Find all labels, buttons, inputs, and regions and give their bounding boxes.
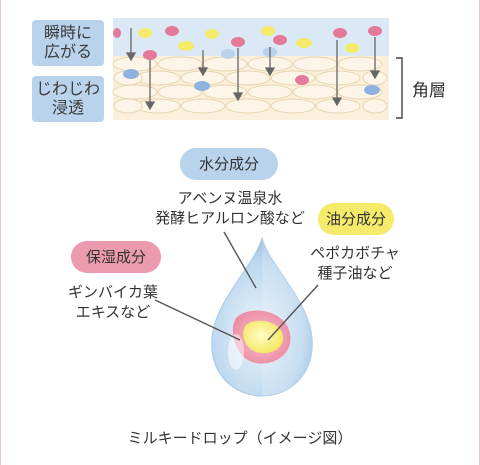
leader-lines: [154, 231, 319, 341]
moist-line2: エキスなど: [75, 303, 151, 321]
oil-line1: ペポカボチャ: [310, 244, 400, 262]
oil-line2: 種子油など: [317, 264, 393, 282]
moisture-component-badge: 保湿成分: [71, 241, 161, 273]
moisture-ingredients: ギンバイカ葉 エキスなど: [48, 282, 178, 322]
water-ingredients: アベンヌ温泉水 発酵ヒアルロン酸など: [140, 188, 320, 228]
water-component-badge: 水分成分: [180, 148, 278, 180]
stratum-corneum-label: 角層: [412, 81, 446, 101]
surface-particles: [113, 26, 382, 60]
layer-bracket: [396, 57, 403, 119]
oil-core: [243, 320, 284, 354]
tag-gradual-penetration: じわじわ 浸透: [32, 76, 104, 122]
penetration-arrows: [125, 28, 381, 111]
water-line2: 発酵ヒアルロン酸など: [155, 209, 305, 227]
oil-ingredients: ペポカボチャ 種子油など: [300, 243, 410, 283]
tag-penetrate-line1: じわじわ: [35, 79, 100, 98]
tag-instant-spread: 瞬時に 広がる: [32, 20, 104, 66]
oil-component-badge: 油分成分: [318, 203, 394, 235]
figure-caption: ミルキードロップ（イメージ図）: [127, 429, 353, 447]
skin-layer-diagram: [112, 18, 403, 120]
tag-penetrate-line2: 浸透: [51, 98, 84, 117]
moist-line1: ギンバイカ葉: [67, 283, 158, 301]
tag-spread-line1: 瞬時に: [43, 23, 92, 42]
skin-cells: [112, 56, 388, 114]
tag-spread-line2: 広がる: [43, 42, 92, 61]
water-line1: アベンヌ温泉水: [177, 189, 283, 207]
penetrated-particles: [123, 69, 380, 95]
milky-drop: [211, 236, 313, 397]
